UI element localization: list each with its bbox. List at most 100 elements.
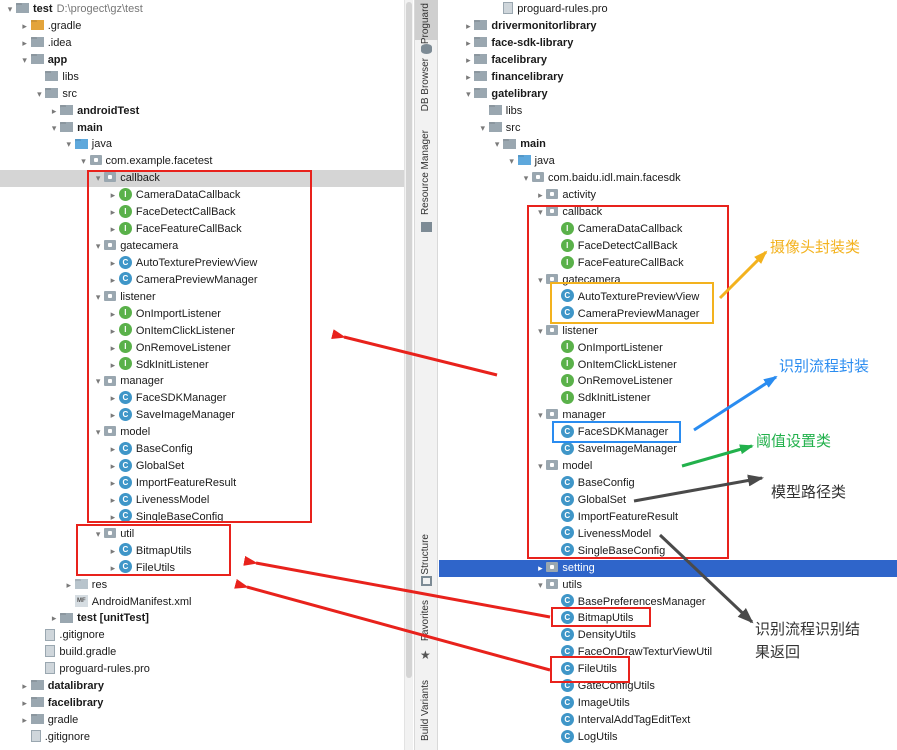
chevron-right-icon[interactable]: ▸ bbox=[110, 257, 116, 268]
chevron-right-icon[interactable]: ▸ bbox=[22, 37, 27, 48]
tree-item-util[interactable]: ▾util bbox=[0, 526, 404, 543]
tree-item-libs[interactable]: libs bbox=[0, 69, 404, 86]
chevron-right-icon[interactable]: ▸ bbox=[110, 410, 116, 421]
chevron-down-icon[interactable]: ▾ bbox=[538, 410, 543, 421]
chevron-right-icon[interactable]: ▸ bbox=[22, 681, 27, 692]
tree-item-res[interactable]: ▸res bbox=[0, 577, 404, 594]
chevron-right-icon[interactable]: ▸ bbox=[110, 393, 116, 404]
chevron-down-icon[interactable]: ▾ bbox=[538, 461, 543, 472]
chevron-right-icon[interactable]: ▸ bbox=[110, 562, 116, 573]
tree-item-listener[interactable]: ▾listener bbox=[0, 289, 404, 306]
chevron-down-icon[interactable]: ▾ bbox=[37, 88, 42, 99]
tree-item-financelibrary[interactable]: ▸financelibrary bbox=[439, 69, 897, 86]
tree-item-activity[interactable]: ▸activity bbox=[439, 187, 897, 204]
chevron-right-icon[interactable]: ▸ bbox=[51, 105, 57, 116]
sidebar-tab-build-variants[interactable]: Build Variants bbox=[415, 676, 438, 750]
chevron-down-icon[interactable]: ▾ bbox=[7, 4, 13, 14]
chevron-right-icon[interactable]: ▸ bbox=[110, 325, 116, 336]
tree-item-listener[interactable]: ▾listener bbox=[439, 323, 897, 340]
chevron-down-icon[interactable]: ▾ bbox=[523, 173, 529, 184]
tree-item-setting[interactable]: ▸setting bbox=[439, 559, 897, 577]
tree-item-drivermonitorlibrary[interactable]: ▸drivermonitorlibrary bbox=[439, 18, 897, 35]
tree-item-gitignore[interactable]: .gitignore bbox=[0, 627, 404, 644]
chevron-right-icon[interactable]: ▸ bbox=[538, 190, 543, 201]
chevron-down-icon[interactable]: ▾ bbox=[509, 156, 514, 167]
tree-item-datalibrary[interactable]: ▸datalibrary bbox=[0, 678, 404, 695]
chevron-down-icon[interactable]: ▾ bbox=[480, 122, 486, 133]
chevron-down-icon[interactable]: ▾ bbox=[538, 579, 543, 590]
chevron-down-icon[interactable]: ▾ bbox=[95, 291, 101, 302]
chevron-right-icon[interactable]: ▸ bbox=[110, 511, 116, 522]
tree-item-libs[interactable]: libs bbox=[439, 103, 897, 120]
chevron-right-icon[interactable]: ▸ bbox=[66, 579, 72, 590]
chevron-right-icon[interactable]: ▸ bbox=[110, 342, 116, 353]
tree-item-face-sdk-library[interactable]: ▸face-sdk-library bbox=[439, 35, 897, 52]
tree-item-idea[interactable]: ▸.idea bbox=[0, 35, 404, 52]
chevron-down-icon[interactable]: ▾ bbox=[95, 173, 101, 184]
left-scrollbar[interactable] bbox=[404, 0, 413, 750]
chevron-down-icon[interactable]: ▾ bbox=[494, 139, 500, 150]
chevron-right-icon[interactable]: ▸ bbox=[538, 562, 543, 573]
tree-item-build-gradle[interactable]: build.gradle bbox=[0, 644, 404, 661]
chevron-right-icon[interactable]: ▸ bbox=[466, 71, 471, 82]
chevron-right-icon[interactable]: ▸ bbox=[22, 698, 27, 709]
chevron-down-icon[interactable]: ▾ bbox=[95, 427, 101, 438]
chevron-right-icon[interactable]: ▸ bbox=[110, 308, 116, 319]
sidebar-tab-structure[interactable]: Structure bbox=[415, 530, 438, 590]
tree-item-com-baidu-idl-main-facesdk[interactable]: ▾com.baidu.idl.main.facesdk bbox=[439, 170, 897, 187]
chevron-right-icon[interactable]: ▸ bbox=[22, 20, 27, 31]
tree-item-gradle[interactable]: ▸gradle bbox=[0, 712, 404, 729]
chevron-right-icon[interactable]: ▸ bbox=[110, 444, 116, 455]
chevron-down-icon[interactable]: ▾ bbox=[538, 325, 543, 336]
chevron-down-icon[interactable]: ▾ bbox=[66, 139, 72, 150]
tree-item-utils[interactable]: ▾utils bbox=[439, 577, 897, 594]
chevron-down-icon[interactable]: ▾ bbox=[466, 88, 471, 99]
tree-item-gradle[interactable]: ▸.gradle bbox=[0, 18, 404, 35]
tree-item-model[interactable]: ▾model bbox=[439, 458, 897, 475]
tree-item-manager[interactable]: ▾manager bbox=[0, 373, 404, 390]
chevron-right-icon[interactable]: ▸ bbox=[110, 359, 116, 370]
sidebar-tab-resource-manager[interactable]: Resource Manager bbox=[415, 126, 438, 236]
chevron-right-icon[interactable]: ▸ bbox=[110, 545, 116, 556]
chevron-down-icon[interactable]: ▾ bbox=[538, 207, 543, 218]
chevron-down-icon[interactable]: ▾ bbox=[81, 156, 86, 167]
tree-item-gitignore[interactable]: .gitignore bbox=[0, 729, 404, 746]
tree-item-java[interactable]: ▾java bbox=[439, 153, 897, 170]
chevron-right-icon[interactable]: ▸ bbox=[110, 190, 116, 201]
